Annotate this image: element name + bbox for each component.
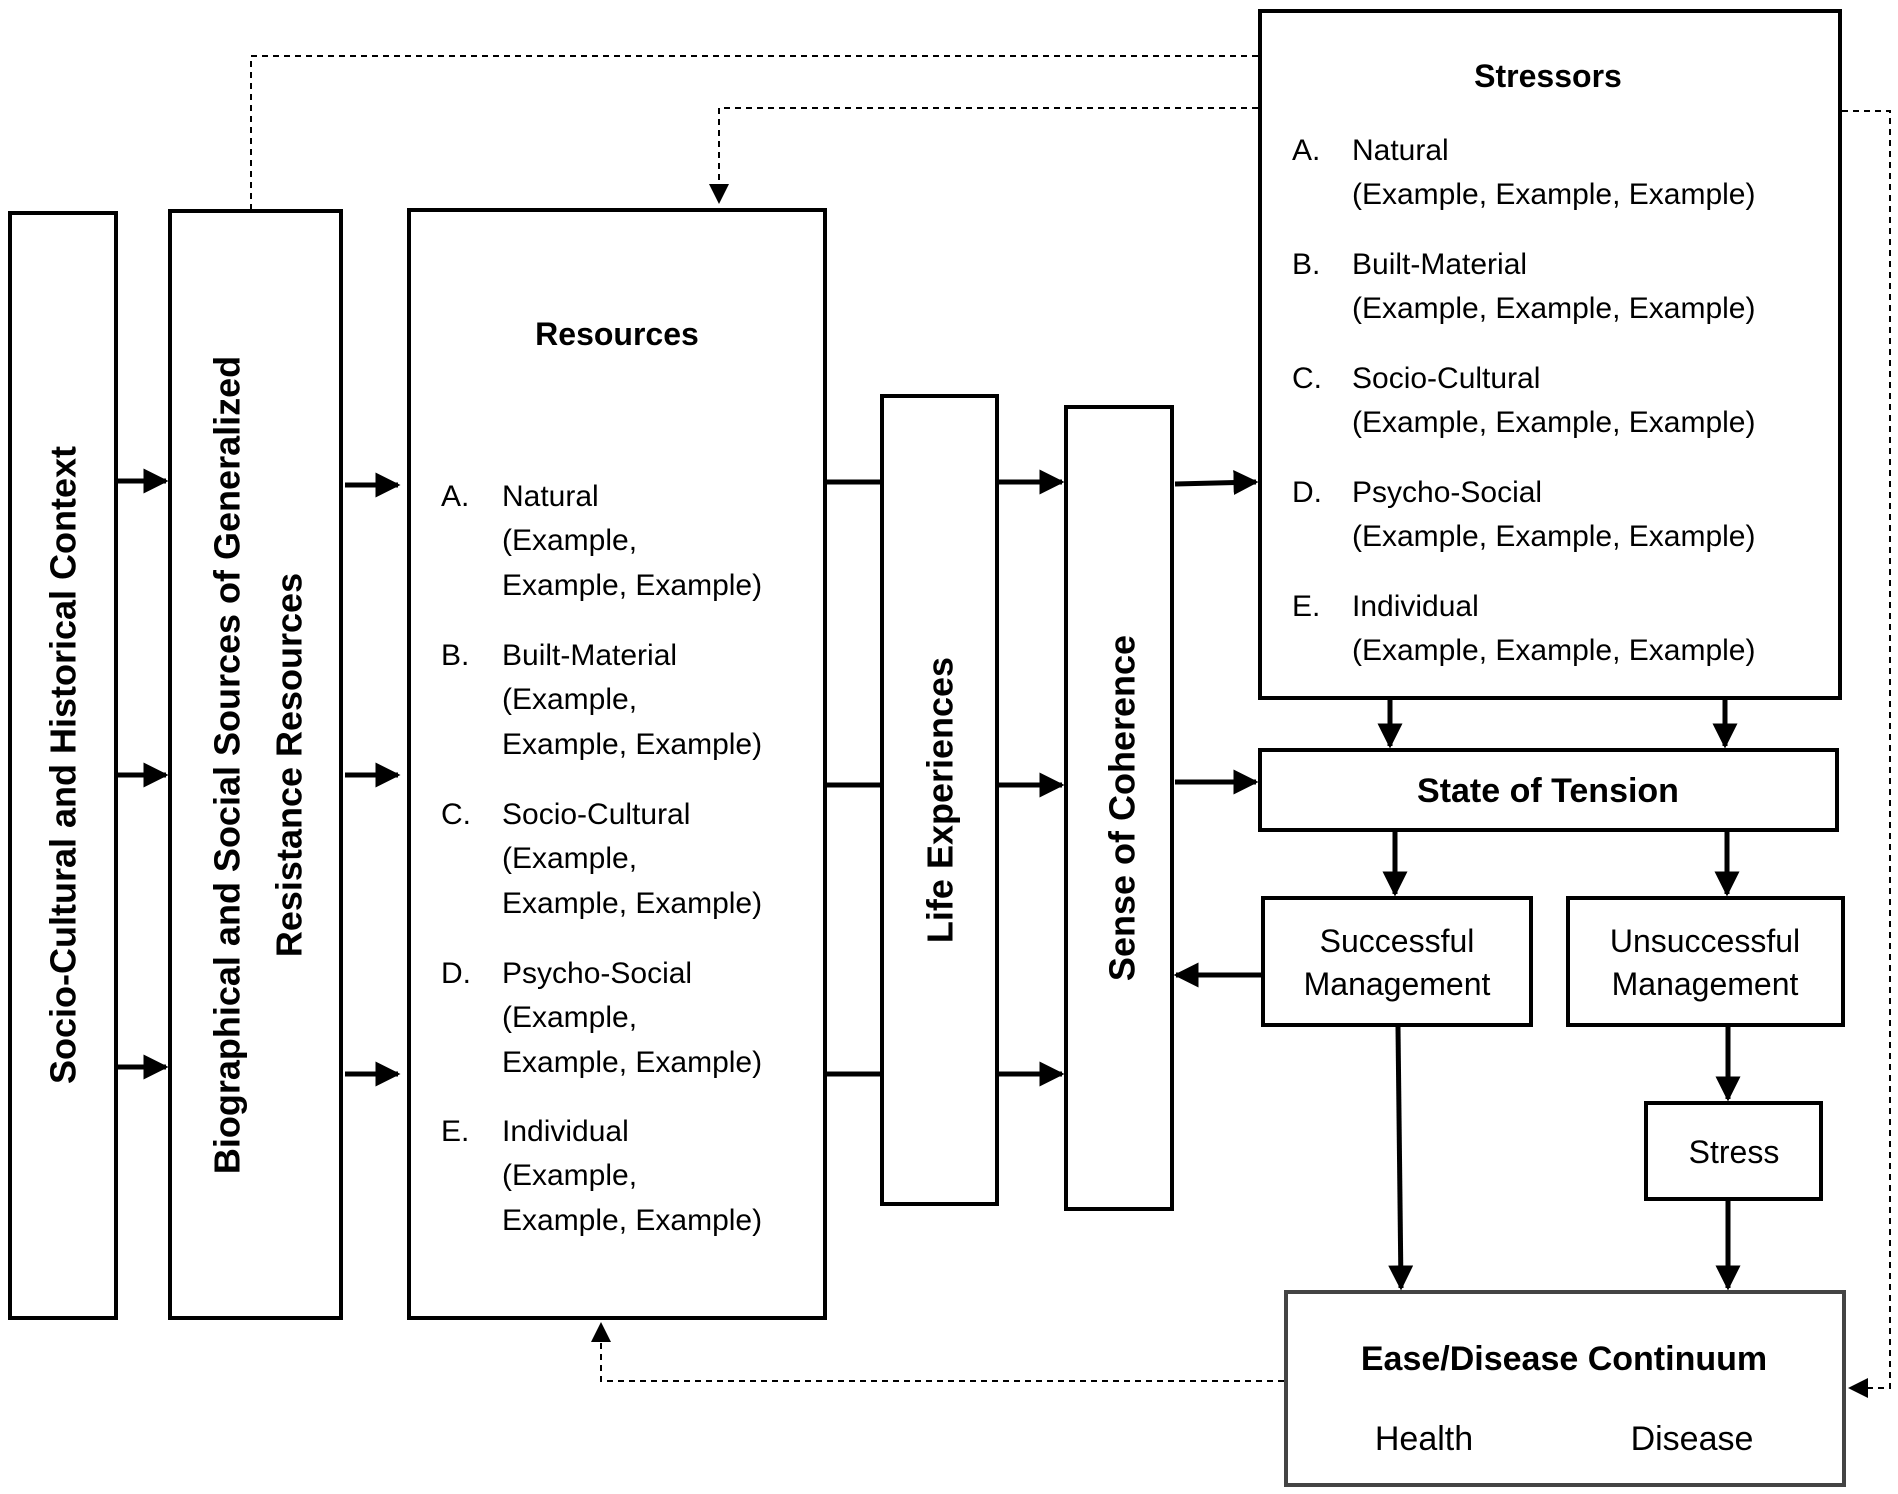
continuum-health-label: Health <box>1375 1420 1473 1458</box>
continuum-box <box>1284 1290 1846 1487</box>
stress-box <box>1644 1101 1823 1201</box>
stressors-item-e: E. Individual (Example, Example, Example… <box>1292 590 1755 667</box>
context-box <box>8 211 118 1320</box>
dashed-stressors-to-resources <box>709 107 1258 204</box>
resources-item-name: Natural <box>502 480 599 513</box>
resources-item-name: Built-Material <box>502 639 677 672</box>
resources-item-b: B. Built-Material (Example, Example, Exa… <box>441 639 762 761</box>
successful-management-box <box>1261 896 1533 1027</box>
resources-item-examples: (Example, <box>502 524 637 557</box>
sense-of-coherence-label: Sense of Coherence <box>1102 635 1143 981</box>
resources-item-examples: (Example, <box>502 842 637 875</box>
stressors-item-name: Individual <box>1352 590 1479 623</box>
context-label: Socio-Cultural and Historical Context <box>43 446 84 1084</box>
state-of-tension-box <box>1258 748 1839 832</box>
successful-label-line2: Management <box>1304 966 1491 1002</box>
arrow-successful-to-continuum <box>1388 1026 1414 1291</box>
stressors-item-examples: (Example, Example, Example) <box>1352 406 1755 439</box>
stressors-item-c: C. Socio-Cultural (Example, Example, Exa… <box>1292 362 1755 439</box>
stressors-item-name: Psycho-Social <box>1352 476 1542 509</box>
sense-of-coherence-box <box>1064 405 1174 1211</box>
resources-item-letter: D. <box>441 957 471 990</box>
arrow-coherence-to-stressors <box>1174 470 1259 496</box>
dashed-stressors-to-sources <box>250 55 1258 209</box>
stressors-item-letter: A. <box>1292 134 1320 167</box>
unsuccessful-management-box <box>1566 896 1845 1027</box>
stressors-item-name: Built-Material <box>1352 248 1527 281</box>
dashed-arrows <box>250 55 1891 1398</box>
stressors-item-a: A. Natural (Example, Example, Example) <box>1292 134 1755 211</box>
resources-item-c: C. Socio-Cultural (Example, Example, Exa… <box>441 798 762 920</box>
stressors-item-name: Natural <box>1352 134 1449 167</box>
resources-item-examples: (Example, <box>502 683 637 716</box>
stressors-item-examples: (Example, Example, Example) <box>1352 634 1755 667</box>
resources-item-a: A. Natural (Example, Example, Example) <box>441 480 762 602</box>
resources-item-d: D. Psycho-Social (Example, Example, Exam… <box>441 957 762 1079</box>
resources-item-letter: E. <box>441 1115 469 1148</box>
resources-item-name: Individual <box>502 1115 629 1148</box>
sources-label-line1: Biographical and Social Sources of Gener… <box>207 356 248 1174</box>
stressors-item-letter: B. <box>1292 248 1320 281</box>
resources-item-examples: Example, Example) <box>502 569 762 602</box>
stressors-item-name: Socio-Cultural <box>1352 362 1540 395</box>
sources-box <box>168 209 343 1320</box>
stressors-item-b: B. Built-Material (Example, Example, Exa… <box>1292 248 1755 325</box>
stressors-title: Stressors <box>1474 58 1622 94</box>
resources-item-letter: C. <box>441 798 471 831</box>
life-experiences-label: Life Experiences <box>920 657 961 943</box>
resources-item-examples: (Example, <box>502 1159 637 1192</box>
resources-item-examples: Example, Example) <box>502 887 762 920</box>
resources-item-examples: Example, Example) <box>502 728 762 761</box>
stressors-item-examples: (Example, Example, Example) <box>1352 292 1755 325</box>
resources-item-examples: Example, Example) <box>502 1204 762 1237</box>
unsuccessful-label-line2: Management <box>1612 966 1799 1002</box>
successful-label-line1: Successful <box>1320 923 1475 959</box>
continuum-title: Ease/Disease Continuum <box>1361 1340 1767 1378</box>
resources-box <box>407 208 827 1320</box>
stressors-item-letter: D. <box>1292 476 1322 509</box>
stressors-item-letter: E. <box>1292 590 1320 623</box>
stress-label: Stress <box>1689 1134 1780 1170</box>
resources-item-examples: (Example, <box>502 1001 637 1034</box>
continuum-disease-label: Disease <box>1631 1420 1754 1458</box>
stressors-item-examples: (Example, Example, Example) <box>1352 178 1755 211</box>
unsuccessful-label-line1: Unsuccessful <box>1610 923 1800 959</box>
resources-item-name: Psycho-Social <box>502 957 692 990</box>
resources-item-examples: Example, Example) <box>502 1046 762 1079</box>
stressors-item-letter: C. <box>1292 362 1322 395</box>
resources-title: Resources <box>535 316 699 352</box>
state-of-tension-label: State of Tension <box>1417 772 1679 810</box>
life-experiences-box <box>880 394 999 1206</box>
resources-item-letter: A. <box>441 480 469 513</box>
resources-item-e: E. Individual (Example, Example, Example… <box>441 1115 762 1237</box>
sources-label-line2: Resistance Resources <box>269 573 310 957</box>
solid-arrows <box>118 468 1741 1291</box>
resources-item-name: Socio-Cultural <box>502 798 690 831</box>
stressors-item-examples: (Example, Example, Example) <box>1352 520 1755 553</box>
stressors-item-d: D. Psycho-Social (Example, Example, Exam… <box>1292 476 1755 553</box>
dashed-stressors-to-continuum <box>1842 110 1891 1398</box>
stressors-box <box>1258 9 1842 700</box>
resources-item-letter: B. <box>441 639 469 672</box>
dashed-continuum-to-resources <box>591 1322 1284 1382</box>
